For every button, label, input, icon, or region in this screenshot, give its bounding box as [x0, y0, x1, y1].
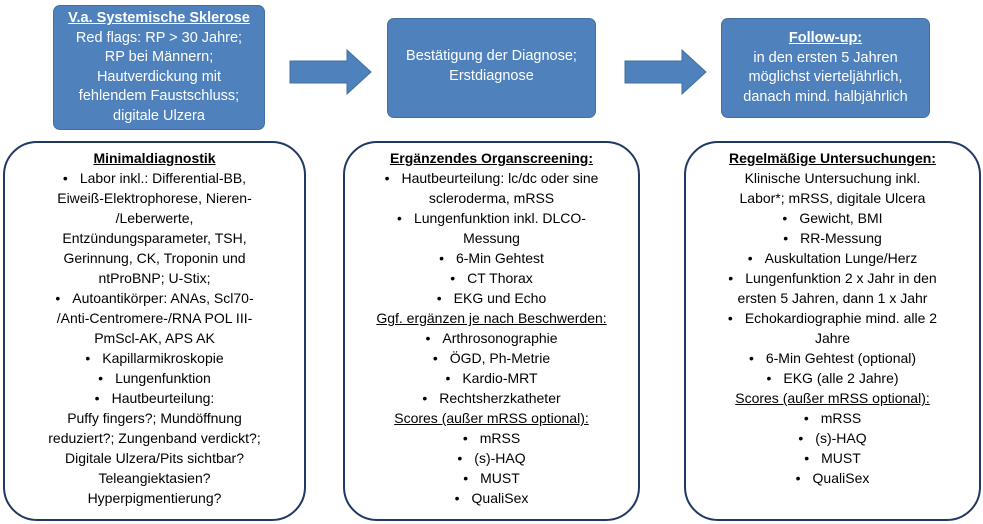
panel-list-item: mRSS	[345, 428, 638, 448]
panel-heading: Regelmäßige Untersuchungen:	[729, 150, 936, 166]
panel-list-item: scleroderma, mRSS	[428, 190, 555, 206]
right-arrow-icon	[289, 48, 372, 96]
panel-list-item: 6-Min Gehtest	[345, 248, 638, 268]
panel-list-item: /Leberwerte,	[115, 210, 194, 226]
panel-list-item: Autoantikörper: ANAs, Scl70-	[5, 288, 304, 308]
panel-list-item: Lungenfunktion	[5, 368, 304, 388]
panel-list-item: ntProBNP; U-Stix;	[98, 270, 211, 286]
followup-line: in den ersten 5 Jahren	[753, 49, 898, 66]
panel-list-item: Messung	[463, 230, 520, 246]
panel-list-item: Rechtsherzkatheter	[345, 388, 638, 408]
minimal-diagnostics-panel: MinimaldiagnostikLabor inkl.: Differenti…	[3, 141, 306, 521]
panel-list-item: Gewicht, BMI	[686, 208, 979, 228]
panel-list-item: ersten 5 Jahren, dann 1 x Jahr	[737, 290, 928, 306]
suspicion-line: digitale Ulzera	[113, 107, 205, 124]
panel-list-item: Echokardiographie mind. alle 2	[686, 308, 979, 328]
panel-list-item: Labor*; mRSS, digitale Ulcera	[739, 190, 926, 206]
panel-list-item: Puffy fingers?; Mundöffnung	[67, 410, 242, 426]
panel-list-item: reduziert?; Zungenband verdickt?;	[48, 430, 261, 446]
panel-list-item: Arthrosonographie	[345, 328, 638, 348]
panel-list-item: MUST	[686, 448, 979, 468]
panel-list-item: Digitale Ulzera/Pits sichtbar?	[65, 450, 244, 466]
panel-list-item: Entzündungsparameter, TSH,	[62, 230, 247, 246]
panel-list-item: RR-Messung	[686, 228, 979, 248]
suspicion-line: Red flags: RP > 30 Jahre;	[75, 29, 243, 46]
confirmation-box: Bestätigung der Diagnose; Erstdiagnose	[387, 18, 596, 118]
panel-subheading: Ggf. ergänzen je nach Beschwerden:	[376, 310, 607, 326]
panel-list-item: Eiweiß-Elektrophorese, Nieren-	[57, 190, 252, 206]
panel-heading: Minimaldiagnostik	[93, 150, 216, 166]
suspicion-line: Hautverdickung mit	[96, 68, 222, 85]
panel-list-item: Hautbeurteilung: lc/dc oder sine	[345, 168, 638, 188]
regular-examinations-panel: Regelmäßige Untersuchungen: Klinische Unt…	[684, 141, 981, 521]
organ-screening-panel: Ergänzendes Organscreening: Hautbeurteilu…	[343, 141, 640, 521]
panel-list-item: ÖGD, Ph-Metrie	[345, 348, 638, 368]
panel-list-item: EKG und Echo	[345, 288, 638, 308]
panel-list-item: Hautbeurteilung:	[5, 388, 304, 408]
panel-list-item: Kardio-MRT	[345, 368, 638, 388]
panel-list-item: QualiSex	[686, 468, 979, 488]
followup-box: Follow-up: in den ersten 5 Jahren möglic…	[721, 18, 930, 118]
panel-list-item: Auskultation Lunge/Herz	[686, 248, 979, 268]
panel-list-item: (s)-HAQ	[686, 428, 979, 448]
panel-list-item: Gerinnung, CK, Troponin und	[63, 250, 246, 266]
panel-list-item: EKG (alle 2 Jahre)	[686, 368, 979, 388]
panel-list-item: /Anti-Centromere-/RNA POL III-	[56, 310, 253, 326]
panel-list-item: CT Thorax	[345, 268, 638, 288]
panel-list-item: MUST	[345, 468, 638, 488]
followup-line: möglichst vierteljährlich,	[748, 69, 903, 85]
panel-list-item: Teleangiektasien?	[98, 470, 211, 486]
suspicion-title: V.a. Systemische Sklerose	[68, 10, 250, 26]
confirmation-line: Erstdiagnose	[449, 67, 534, 84]
suspicion-box: V.a. Systemische Sklerose Red flags: RP …	[53, 5, 265, 130]
panel-subheading: Scores (außer mRSS optional):	[735, 390, 930, 406]
confirmation-line: Bestätigung der Diagnose;	[406, 48, 577, 64]
followup-line: danach mind. halbjährlich	[743, 88, 908, 105]
panel-list-item: 6-Min Gehtest (optional)	[686, 348, 979, 368]
followup-title: Follow-up:	[788, 30, 863, 46]
suspicion-line: fehlendem Faustschluss;	[78, 88, 240, 104]
panel-list-item: mRSS	[686, 408, 979, 428]
panel-heading: Ergänzendes Organscreening:	[389, 150, 594, 166]
panel-list-item: Jahre	[814, 330, 851, 346]
right-arrow-icon	[624, 48, 707, 96]
panel-list-item: Hyperpigmentierung?	[87, 490, 222, 506]
panel-list-item: Klinische Untersuchung inkl.	[744, 170, 921, 186]
panel-list-item: Labor inkl.: Differential-BB,	[5, 168, 304, 188]
panel-list-item: Kapillarmikroskopie	[5, 348, 304, 368]
panel-subheading: Scores (außer mRSS optional):	[394, 410, 589, 426]
panel-list-item: Lungenfunktion inkl. DLCO-	[345, 208, 638, 228]
suspicion-line: RP bei Männern;	[104, 49, 214, 65]
panel-list-item: Lungenfunktion 2 x Jahr in den	[686, 268, 979, 288]
panel-list-item: QualiSex	[345, 488, 638, 508]
panel-list-item: PmScl-AK, APS AK	[94, 330, 215, 346]
panel-list-item: (s)-HAQ	[345, 448, 638, 468]
